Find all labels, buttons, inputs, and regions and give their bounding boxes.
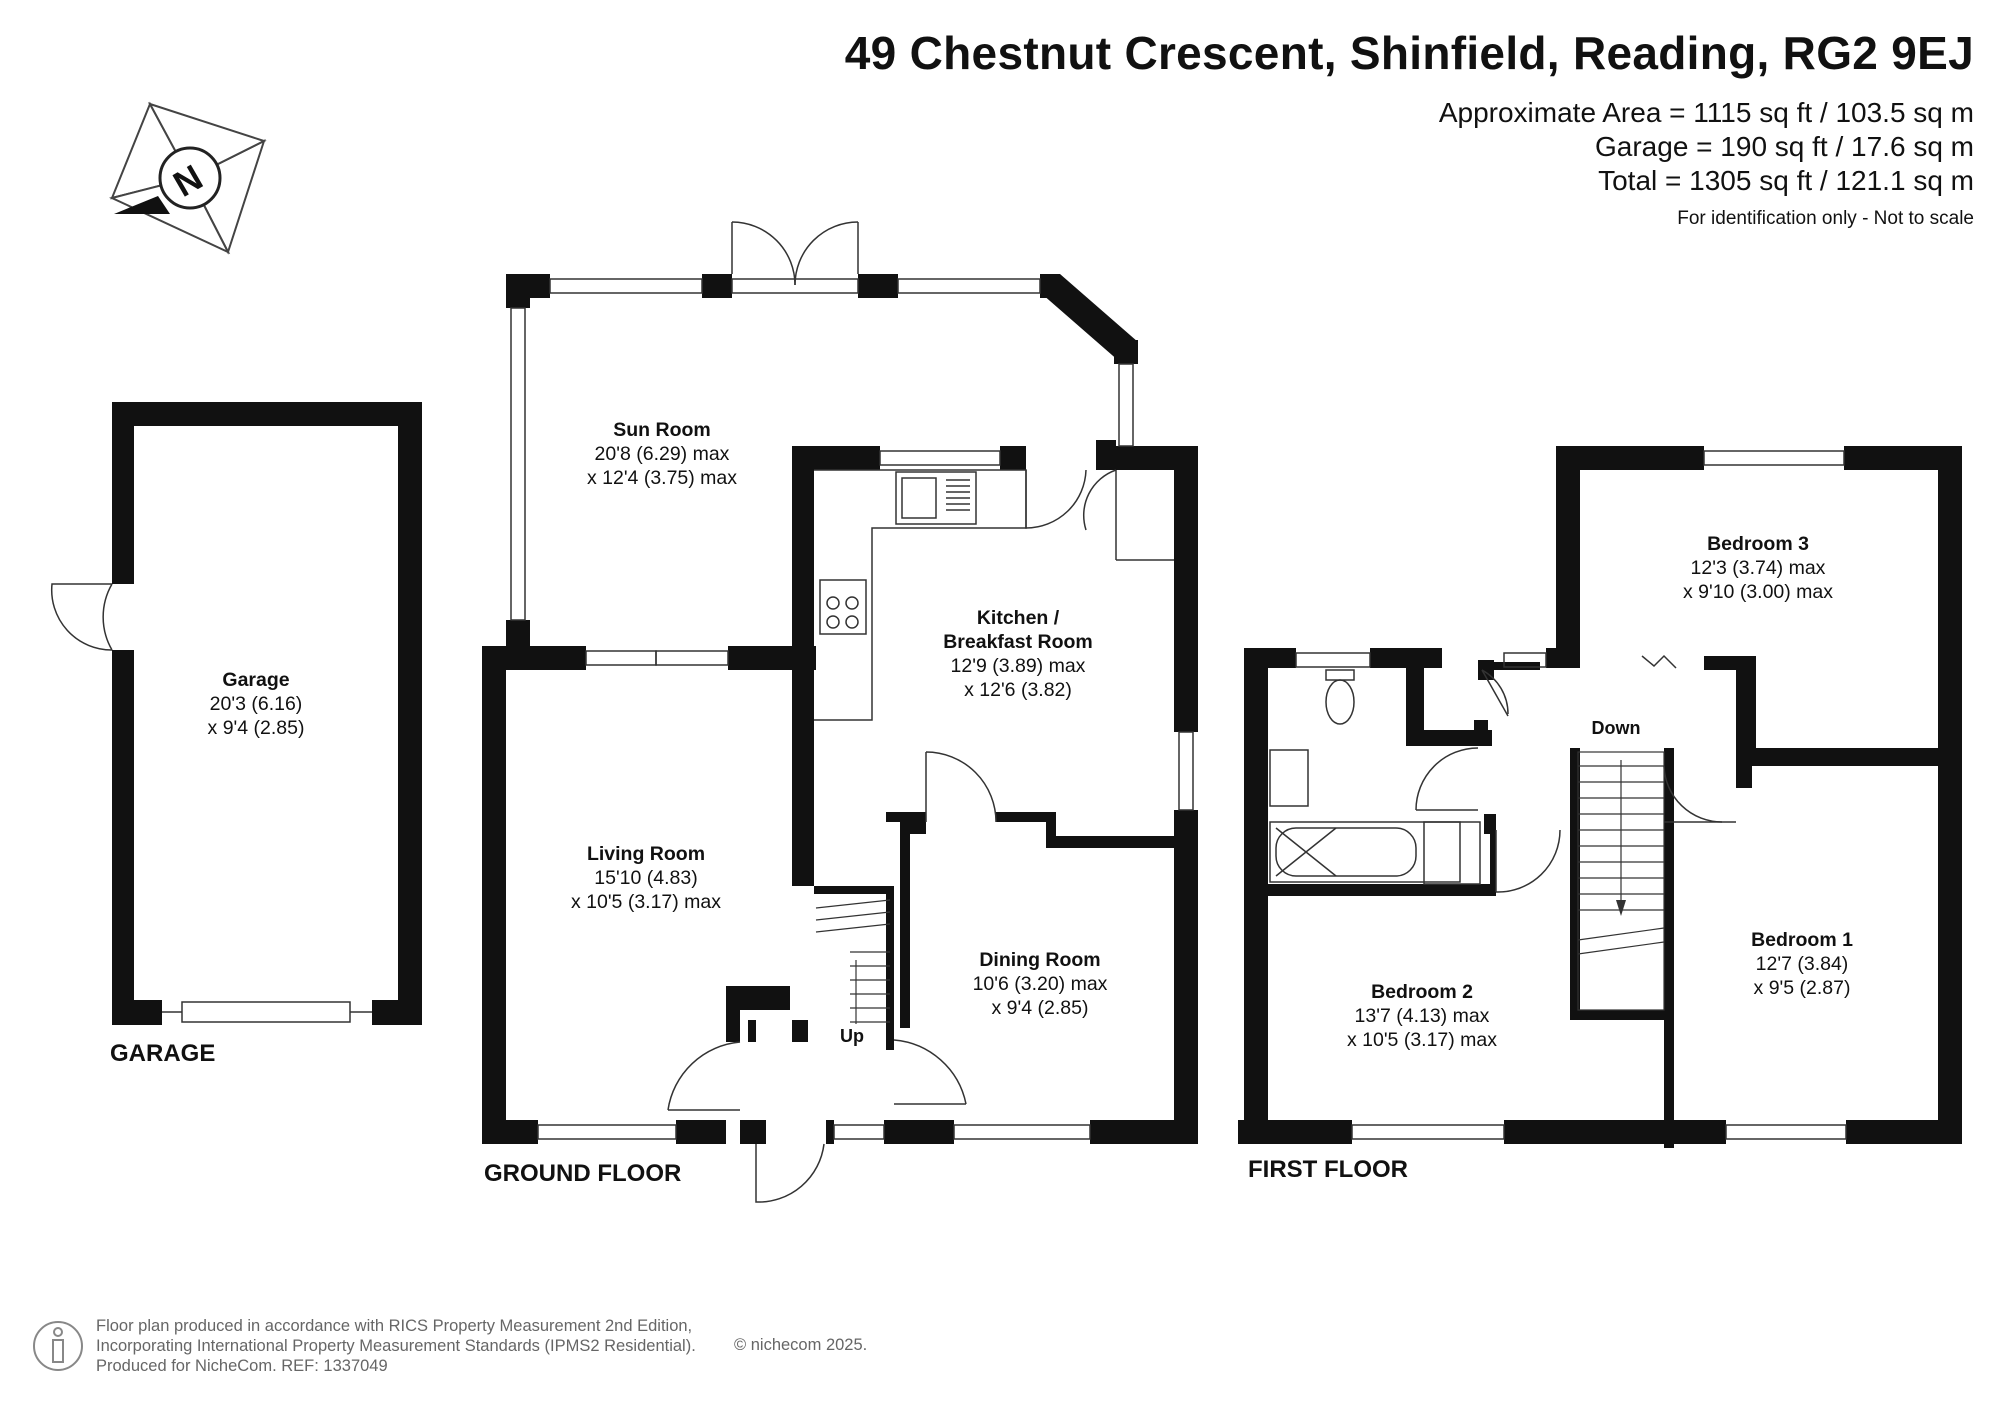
kitchen-fittings	[814, 469, 1027, 721]
footer-notes: Floor plan produced in accordance with R…	[96, 1316, 696, 1376]
garage-floor-label: GARAGE	[110, 1040, 216, 1067]
total-area: Total = 1305 sq ft / 121.1 sq m	[1598, 165, 1974, 196]
bathroom-fittings	[1269, 669, 1481, 885]
room-dim: x 9'4 (2.85)	[991, 997, 1089, 1019]
room-dim: x 9'4 (2.85)	[207, 717, 305, 739]
room-dim: x 12'6 (3.82)	[964, 679, 1072, 701]
ground-floor-windows	[510, 221, 1194, 1203]
first-floor-windows	[1295, 450, 1847, 1140]
room-dim: 20'3 (6.16)	[209, 693, 303, 715]
stairs-up-label: Up	[840, 1026, 864, 1046]
room-name: Sun Room	[613, 419, 711, 441]
room-name: Bedroom 3	[1707, 533, 1809, 555]
stairs-arrow-icon	[1616, 900, 1626, 916]
room-dim: 12'9 (3.89) max	[950, 655, 1086, 677]
room-bedroom-3: Bedroom 3 12'3 (3.74) max x 9'10 (3.00) …	[1683, 532, 1833, 604]
room-dim: 20'8 (6.29) max	[594, 443, 730, 465]
room-kitchen: Kitchen / Breakfast Room 12'9 (3.89) max…	[943, 606, 1093, 702]
room-name: Breakfast Room	[943, 631, 1093, 653]
room-dim: x 9'10 (3.00) max	[1682, 581, 1834, 603]
room-sun-room: Sun Room 20'8 (6.29) max x 12'4 (3.75) m…	[587, 418, 737, 490]
first-floor-walls	[1238, 446, 1962, 1148]
footer-line: Incorporating International Property Mea…	[96, 1337, 696, 1355]
room-name: Bedroom 1	[1751, 929, 1853, 951]
room-dim: x 9'5 (2.87)	[1753, 977, 1851, 999]
room-dim: x 10'5 (3.17) max	[1346, 1029, 1498, 1051]
first-stairs	[1577, 751, 1665, 1011]
garage-door	[50, 583, 372, 1023]
north-arrow-icon	[109, 101, 267, 255]
property-address: 49 Chestnut Crescent, Shinfield, Reading…	[844, 27, 1974, 79]
copyright: © nichecom 2025.	[734, 1336, 868, 1354]
approximate-area: Approximate Area = 1115 sq ft / 103.5 sq…	[1438, 97, 1974, 128]
ground-floor-label: GROUND FLOOR	[484, 1160, 682, 1187]
ground-floor-walls	[482, 274, 1198, 1144]
room-dim: 15'10 (4.83)	[594, 867, 698, 889]
room-dining-room: Dining Room 10'6 (3.20) max x 9'4 (2.85)	[973, 948, 1108, 1020]
room-dim: 12'7 (3.84)	[1755, 953, 1849, 975]
stairs-down-label: Down	[1591, 718, 1641, 738]
room-garage: Garage 20'3 (6.16) x 9'4 (2.85)	[208, 668, 305, 740]
first-floor-label: FIRST FLOOR	[1248, 1156, 1408, 1183]
room-dim: x 10'5 (3.17) max	[570, 891, 722, 913]
footer-line: Produced for NicheCom. REF: 1337049	[96, 1357, 388, 1375]
room-name: Dining Room	[979, 949, 1101, 971]
footer-line: Floor plan produced in accordance with R…	[96, 1317, 693, 1335]
room-name: Living Room	[586, 843, 706, 865]
scale-disclaimer: For identification only - Not to scale	[1677, 208, 1974, 229]
room-living-room: Living Room 15'10 (4.83) x 10'5 (3.17) m…	[571, 842, 721, 914]
room-dim: 13'7 (4.13) max	[1354, 1005, 1490, 1027]
garage-walls	[112, 402, 422, 1025]
room-dim: 12'3 (3.74) max	[1690, 557, 1826, 579]
garage-area: Garage = 190 sq ft / 17.6 sq m	[1595, 131, 1974, 162]
room-name: Kitchen /	[976, 607, 1060, 629]
room-name: Garage	[222, 669, 290, 691]
room-dim: x 12'4 (3.75) max	[586, 467, 738, 489]
room-name: Bedroom 2	[1371, 981, 1473, 1003]
room-bedroom-1: Bedroom 1 12'7 (3.84) x 9'5 (2.87)	[1751, 928, 1853, 1000]
person-icon	[33, 1321, 83, 1371]
room-bedroom-2: Bedroom 2 13'7 (4.13) max x 10'5 (3.17) …	[1347, 980, 1497, 1052]
room-dim: 10'6 (3.20) max	[972, 973, 1108, 995]
ground-stairs	[815, 899, 891, 1024]
